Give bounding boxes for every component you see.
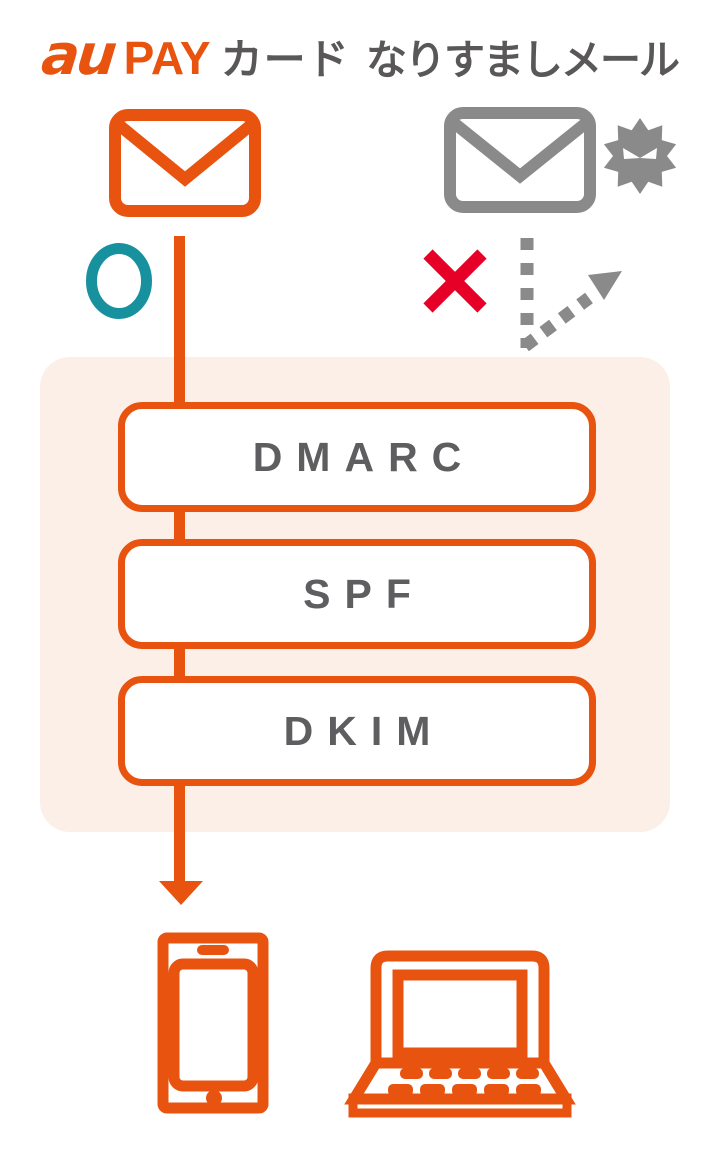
circle-pass-icon	[86, 243, 152, 319]
spoof-mail-label: なりすましメール	[366, 37, 680, 83]
pay-logo-text: PAY	[123, 32, 211, 84]
virus-icon	[603, 118, 677, 194]
cross-fail-icon	[423, 249, 487, 313]
mail-virus-icon	[444, 107, 596, 213]
laptop-icon	[344, 950, 576, 1118]
auth-box-dkim: DKIM	[118, 676, 596, 786]
smartphone-icon	[157, 932, 269, 1114]
auth-box-spf: SPF	[118, 539, 596, 649]
au-logo-text: au	[38, 23, 118, 88]
mail-icon	[109, 109, 261, 217]
auth-box-label: DKIM	[283, 707, 445, 754]
dotted-deflect-arrow-icon	[520, 238, 622, 352]
auth-box-label: SPF	[303, 570, 425, 617]
auth-box-dmarc: DMARC	[118, 402, 596, 512]
auth-box-label: DMARC	[252, 433, 476, 480]
card-label: カード	[220, 36, 350, 83]
brand-logo: au PAY カード	[38, 23, 350, 88]
flow-arrowhead-icon	[159, 881, 203, 905]
